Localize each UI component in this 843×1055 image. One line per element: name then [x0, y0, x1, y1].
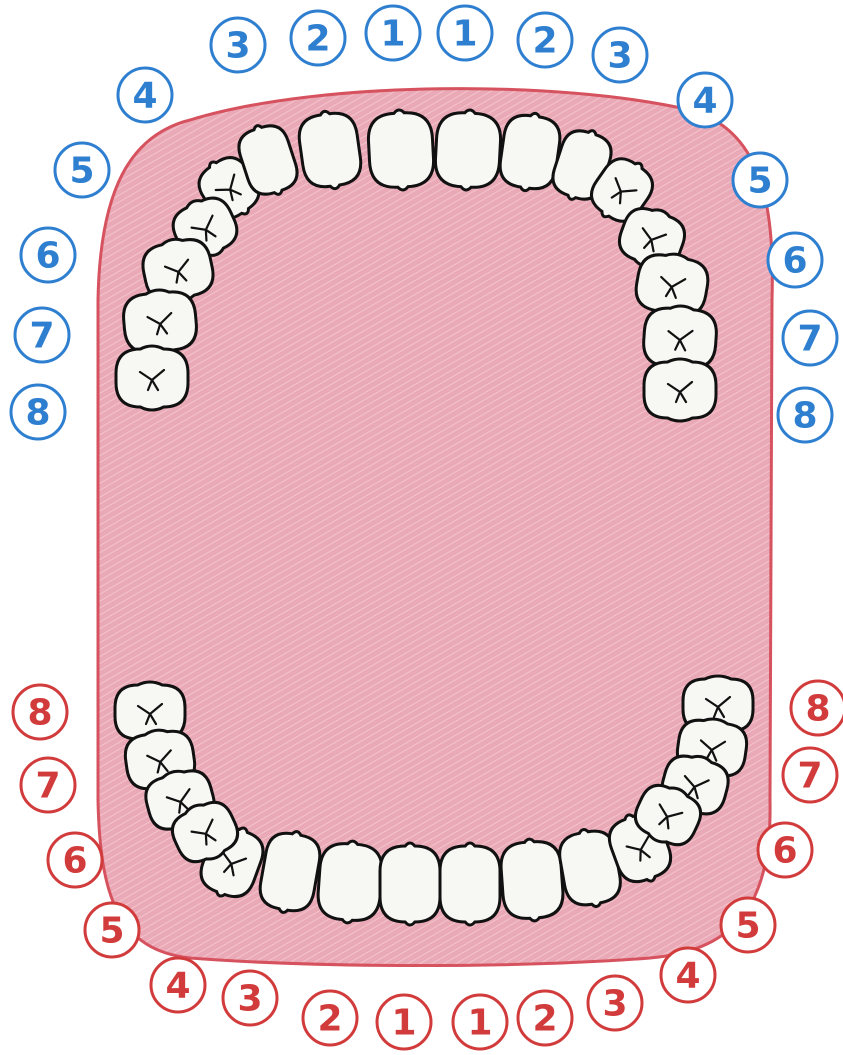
upper-right-6-label: 6: [768, 233, 822, 287]
tooth-number: 7: [29, 316, 54, 357]
tooth-number: 2: [532, 21, 557, 62]
tooth-number: 1: [452, 14, 477, 55]
lower-left-6-label: 6: [48, 833, 102, 887]
upper-left-8-label: 8: [11, 385, 65, 439]
tooth-number: 3: [602, 984, 627, 1025]
upper-right-7-label: 7: [783, 311, 837, 365]
upper-left-6-label: 6: [21, 228, 75, 282]
tooth-number: 2: [305, 19, 330, 60]
tooth-crown: [644, 359, 716, 421]
tooth-number: 4: [675, 956, 700, 997]
upper-right-8-label: 8: [778, 388, 832, 442]
upper-right-3-label: 3: [593, 28, 647, 82]
lower-left-5-label: 5: [85, 903, 139, 957]
lower-right-1-label: 1: [453, 995, 507, 1049]
tooth-number: 2: [532, 999, 557, 1040]
tooth-number: 5: [99, 911, 124, 952]
lower-right-8-label: 8: [791, 681, 843, 735]
tooth-number: 7: [797, 319, 822, 360]
tooth-number: 1: [380, 14, 405, 55]
tooth-number: 4: [165, 966, 190, 1007]
upper-right-1-label: 1: [438, 6, 492, 60]
upper-right-2-label: 2: [518, 13, 572, 67]
tooth-number: 6: [62, 841, 87, 882]
tooth-number: 7: [797, 756, 822, 797]
tooth-crown: [434, 108, 502, 191]
upper-left-3-label: 3: [211, 18, 265, 72]
lower-right-3-label: 3: [588, 976, 642, 1030]
upper-right-5-label: 5: [733, 153, 787, 207]
tooth-crown: [440, 843, 500, 925]
lower-left-3-label: 3: [223, 971, 277, 1025]
tooth-number: 5: [735, 906, 760, 947]
tooth-number: 6: [772, 831, 797, 872]
tooth-number: 8: [25, 393, 50, 434]
lower-right-5-label: 5: [721, 898, 775, 952]
tooth-number: 8: [805, 689, 830, 730]
tooth-crown: [367, 108, 435, 191]
lower-right-2-label: 2: [518, 991, 572, 1045]
tooth-number: 6: [35, 236, 60, 277]
tooth-number: 4: [132, 76, 157, 117]
upper-right-molar-4: [644, 359, 716, 421]
upper-left-4-label: 4: [118, 68, 172, 122]
tooth-number: 3: [607, 36, 632, 77]
lower-front-tooth-5: [440, 843, 500, 925]
tooth-crown: [380, 843, 440, 925]
lower-right-7-label: 7: [783, 748, 837, 802]
lower-left-7-label: 7: [21, 758, 75, 812]
upper-front-tooth-4: [367, 108, 435, 191]
tooth-number: 4: [692, 81, 717, 122]
lower-left-4-label: 4: [151, 958, 205, 1012]
lower-front-tooth-4: [380, 843, 440, 925]
tooth-crown: [316, 839, 384, 925]
tooth-number: 1: [391, 1003, 416, 1044]
tooth-number: 6: [782, 241, 807, 282]
upper-left-7-label: 7: [15, 308, 69, 362]
upper-left-2-label: 2: [291, 11, 345, 65]
tooth-number: 8: [792, 396, 817, 437]
tooth-number: 1: [467, 1003, 492, 1044]
tooth-number: 8: [27, 693, 52, 734]
upper-left-molar-4: [116, 346, 188, 410]
lower-right-4-label: 4: [661, 948, 715, 1002]
tooth-number: 5: [69, 151, 94, 192]
tooth-number: 5: [747, 161, 772, 202]
tooth-crown: [499, 837, 565, 923]
upper-right-4-label: 4: [678, 73, 732, 127]
tooth-number: 3: [225, 26, 250, 67]
lower-left-8-label: 8: [13, 685, 67, 739]
tooth-number: 7: [35, 766, 60, 807]
tooth-crown: [116, 346, 188, 410]
upper-left-5-label: 5: [55, 143, 109, 197]
lower-front-tooth-6: [499, 837, 565, 923]
lower-right-6-label: 6: [758, 823, 812, 877]
lower-left-1-label: 1: [377, 995, 431, 1049]
tooth-number: 3: [237, 979, 262, 1020]
tooth-number: 2: [317, 999, 342, 1040]
lower-left-2-label: 2: [303, 991, 357, 1045]
upper-front-tooth-5: [434, 108, 502, 191]
lower-front-tooth-3: [316, 839, 384, 925]
upper-left-1-label: 1: [366, 6, 420, 60]
